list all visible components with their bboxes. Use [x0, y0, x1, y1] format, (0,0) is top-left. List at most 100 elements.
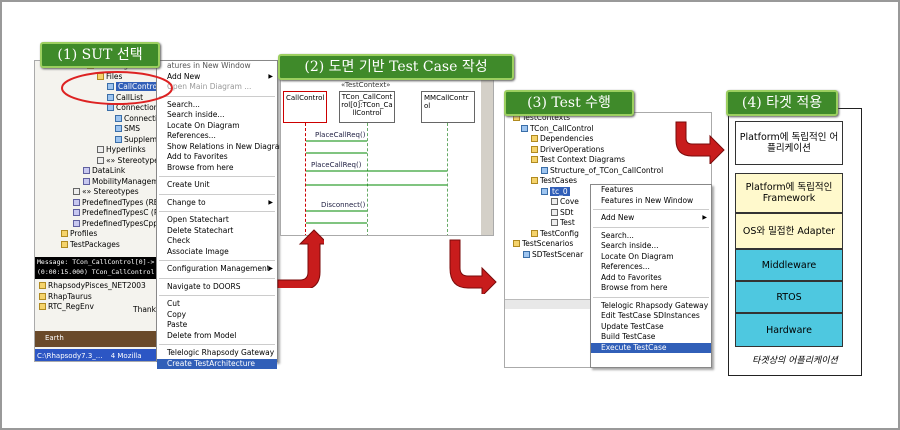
message-label[interactable]: Disconnect() — [321, 201, 366, 209]
menu-item[interactable]: Telelogic Rhapsody Gateway — [601, 300, 709, 310]
tree-item[interactable]: TCon_CallControl — [507, 124, 663, 135]
menu-item-change-to[interactable]: Change to▶ — [167, 197, 273, 207]
tree-item[interactable]: DriverOperations — [507, 145, 663, 156]
tree-item[interactable]: PredefinedTypesCpp (REF) — [53, 219, 181, 230]
menu-item[interactable]: Features — [601, 185, 634, 194]
menu-item[interactable]: Features in New Window — [601, 195, 694, 205]
tree-item[interactable]: SDTestScenar — [507, 250, 663, 261]
lifeline-line — [305, 123, 306, 235]
menu-item[interactable]: Delete from Model — [167, 330, 237, 340]
layer-middleware: Middleware — [735, 249, 843, 281]
tree-item[interactable]: SMS — [53, 124, 181, 135]
stereotype-label: «TestContext» — [341, 81, 391, 89]
sequence-diagram-panel: «TestContext» CallControl TCon_CallContr… — [280, 76, 494, 236]
menu-item[interactable]: Search... — [601, 230, 634, 240]
tree-item[interactable]: Structure_of_TCon_CallControl — [507, 166, 663, 177]
separator — [593, 226, 709, 228]
tree-item[interactable]: Supplement — [53, 135, 181, 146]
layer-app: Platform에 독립적인 어플리케이션 — [735, 121, 843, 165]
tree-item[interactable]: TestPackages — [53, 240, 181, 251]
menu-item[interactable]: Edit TestCase SDInstances — [601, 311, 700, 320]
flow-arrow-1 — [277, 229, 324, 288]
tree-item[interactable]: TestConfig — [507, 229, 663, 240]
tree-item[interactable]: «» Stereotypes — [53, 156, 181, 167]
layer-adapter: OS와 밀접한 Adapter — [735, 213, 843, 249]
step2-title: (2) 도면 기반 Test Case 작성 — [278, 54, 514, 80]
separator — [159, 176, 275, 177]
menu-item[interactable]: Add to Favorites — [167, 152, 228, 161]
menu-item[interactable]: Cut — [167, 299, 180, 308]
menu-item[interactable]: Open Main Diagram ... — [167, 82, 252, 91]
step1-title: (1) SUT 선택 — [40, 42, 160, 68]
menu-item-config[interactable]: Configuration Management▶ — [167, 264, 273, 273]
message-label[interactable]: PlaceCallReq() — [311, 161, 362, 169]
menu-item[interactable]: Search inside... — [601, 241, 659, 250]
menu-item[interactable]: Delete Statechart — [167, 225, 234, 235]
menu-item[interactable]: Locate On Diagram — [601, 251, 674, 261]
menu-item[interactable]: Locate On Diagram — [167, 120, 240, 130]
menu-item[interactable]: Open Statechart — [167, 215, 229, 224]
separator — [159, 277, 275, 279]
menu-item-add-new[interactable]: Add New▶ — [601, 213, 707, 222]
menu-item[interactable]: Show Relations in New Diagram — [167, 141, 287, 151]
tree-item[interactable]: TestCases — [507, 176, 663, 187]
earth-bar: Earth — [35, 331, 157, 347]
separator — [159, 95, 275, 97]
lifeline-mmcallcontrol[interactable]: MMCallControl — [421, 91, 475, 123]
folder-item[interactable]: RhapTaurus — [39, 292, 146, 303]
tree-item[interactable]: Profiles — [53, 229, 181, 240]
menu-item[interactable]: Search inside... — [167, 110, 225, 119]
target-caption: 타겟상의 어플리케이션 — [752, 356, 838, 366]
folder-list: RhapsodyPisces_NET2003 RhapTaurus RTC_Re… — [39, 281, 146, 313]
tree-item[interactable]: CallList — [53, 93, 181, 104]
taskbar-item[interactable]: C:\Rhapsody7.3_... — [37, 352, 103, 360]
tree-item[interactable]: MobilityManagement — [53, 177, 181, 188]
test-tree: TestContexts TCon_CallControl Dependenci… — [507, 113, 663, 260]
separator — [159, 193, 275, 195]
tree-item[interactable]: PredefinedTypes (REF) — [53, 198, 181, 209]
menu-item-execute-testcase[interactable]: Execute TestCase — [591, 342, 711, 353]
tree-item[interactable]: Connection — [53, 114, 181, 125]
menu-item[interactable]: Paste — [167, 320, 188, 329]
menu-item[interactable]: Build TestCase — [601, 332, 656, 341]
taskbar-item[interactable]: 4 Mozilla — [110, 352, 142, 360]
menu-item-create-test-architecture[interactable]: Create TestArchitecture — [157, 358, 277, 369]
tree-item-callcontrol[interactable]: CallControl — [53, 82, 181, 93]
tree-item[interactable]: Dependencies — [507, 134, 663, 145]
folder-item[interactable]: RTC_RegEnv — [39, 302, 146, 313]
tree-item[interactable]: Test — [507, 218, 663, 229]
tree-item[interactable]: Test Context Diagrams — [507, 155, 663, 166]
menu-item[interactable]: Search... — [167, 99, 200, 109]
thanks-text: Thanks — [133, 305, 160, 314]
menu-item[interactable]: Browse from here — [167, 162, 234, 172]
menu-item[interactable]: Associate Image — [167, 246, 229, 256]
tree-item[interactable]: Cove — [507, 197, 663, 208]
menu-item[interactable]: Navigate to DOORS — [167, 281, 241, 291]
menu-item[interactable]: Copy — [167, 309, 187, 319]
menu-item-add-new[interactable]: Add New▶ — [167, 71, 273, 81]
tree-item-tc0[interactable]: tc_0 — [507, 186, 663, 198]
menu-item[interactable]: Telelogic Rhapsody Gateway — [167, 348, 275, 357]
folder-item[interactable]: RhapsodyPisces_NET2003 — [39, 281, 146, 292]
lifeline-callcontrol[interactable]: CallControl — [283, 91, 327, 123]
menu-item[interactable]: Add to Favorites — [601, 272, 662, 282]
menu-item[interactable]: Create Unit — [167, 180, 210, 189]
separator — [159, 260, 275, 261]
menu-item[interactable]: References... — [601, 262, 650, 271]
tree-item[interactable]: TestScenarios — [507, 239, 663, 250]
separator — [159, 211, 275, 212]
menu-item[interactable]: Browse from here — [601, 283, 668, 292]
lifeline-tcon[interactable]: TCon_CallControl[0]:TCon_CallControl — [339, 91, 395, 123]
layer-hardware: Hardware — [735, 313, 843, 347]
tree-item[interactable]: DataLink — [53, 166, 181, 177]
tree-item[interactable]: «» Stereotypes — [53, 187, 181, 198]
message-label[interactable]: PlaceCallReq() — [315, 131, 366, 139]
tree-item[interactable]: SDt — [507, 208, 663, 219]
tree-item[interactable]: Hyperlinks — [53, 145, 181, 156]
tree-item[interactable]: PredefinedTypesC (REF) — [53, 208, 181, 219]
menu-item[interactable]: References... — [167, 131, 216, 140]
menu-item[interactable]: Update TestCase — [601, 321, 664, 331]
lifeline-line — [447, 123, 448, 235]
menu-item[interactable]: Check — [167, 236, 191, 245]
